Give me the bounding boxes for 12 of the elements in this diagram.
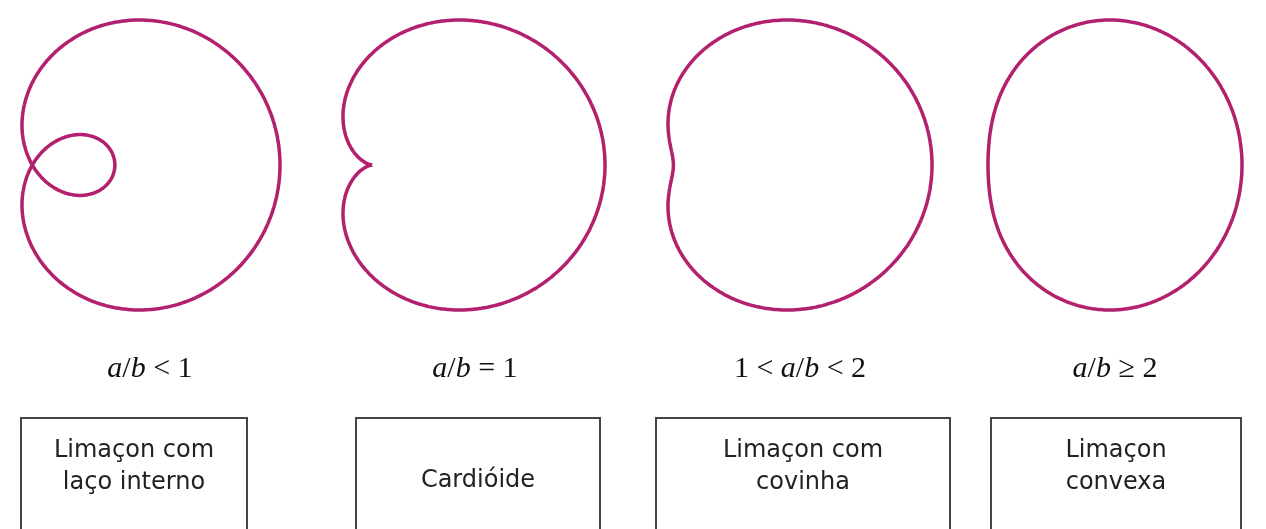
name-box: [990, 417, 1242, 529]
curve-name: Limaçon convexa: [1064, 434, 1168, 497]
curve-name: Cardióide: [419, 464, 537, 495]
curve-name: Limaçon com laço interno: [52, 434, 216, 497]
ratio-condition: a/b ≥ 2: [1071, 350, 1159, 384]
curve-name: Limaçon com covinha: [721, 434, 885, 497]
ratio-condition: a/b = 1: [431, 350, 519, 384]
name-box: [20, 417, 248, 529]
ratio-condition: 1 < a/b < 2: [732, 350, 868, 384]
ratio-condition: a/b < 1: [106, 350, 194, 384]
name-box: [655, 417, 951, 529]
name-box: [355, 417, 601, 529]
